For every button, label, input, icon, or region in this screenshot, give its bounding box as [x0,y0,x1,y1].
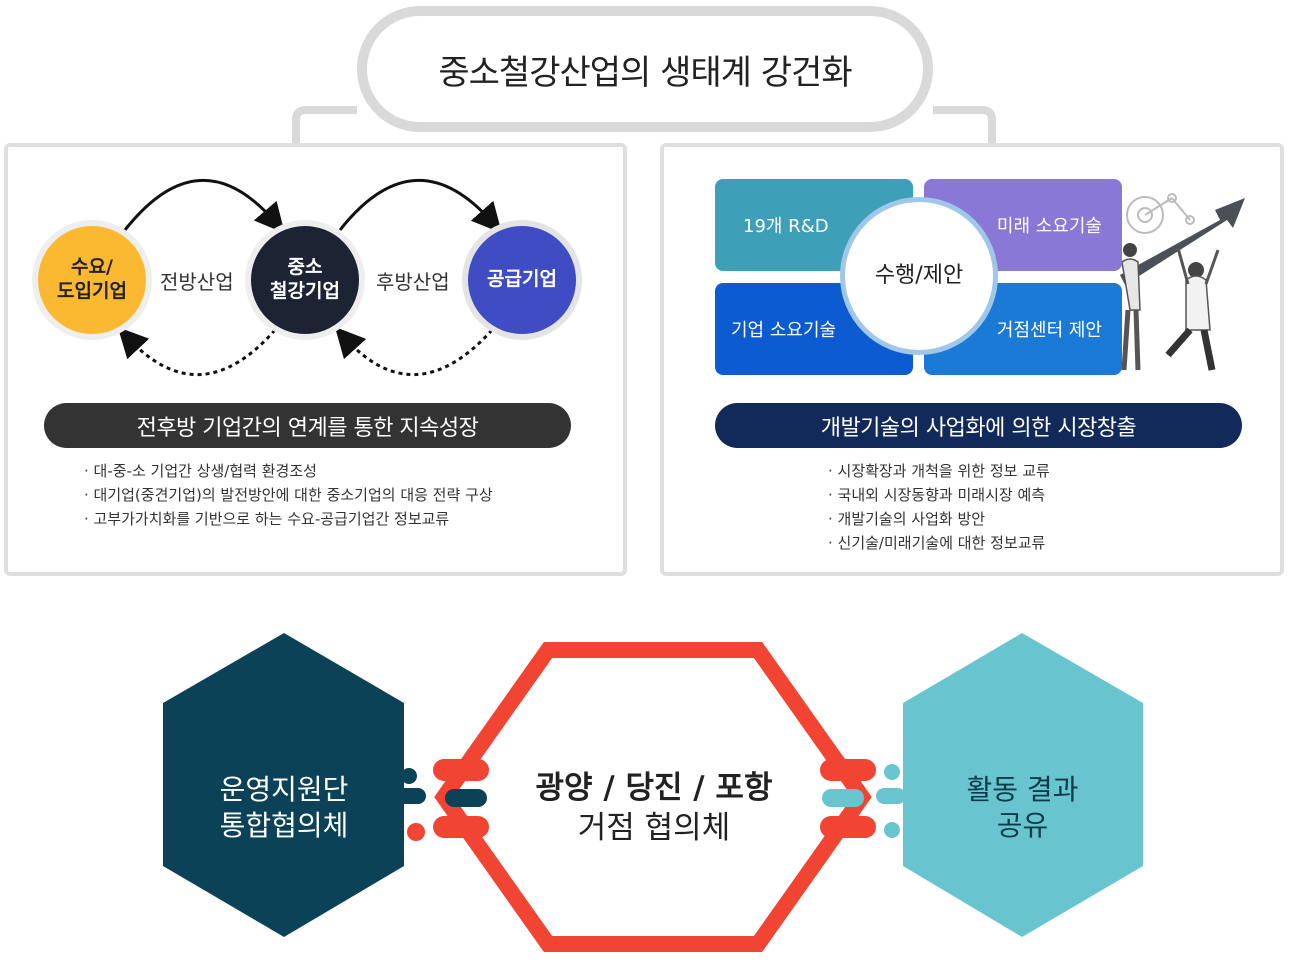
connector-lines [292,106,996,145]
hex-right-line2: 공유 [996,809,1049,843]
right-bullet: · 신기술/미래기술에 대한 정보교류 [828,534,1046,552]
node-demand-line2: 도입기업 [57,280,127,302]
hex-right-line1: 활동 결과 [966,773,1079,806]
hex-center [434,642,872,952]
node-demand-line1: 수요/ [71,256,113,279]
quadrant-rnd-label: 19개 R&D [743,216,829,237]
hex-diagram [163,633,1143,952]
node-sme-line2: 철강기업 [270,280,340,302]
hex-left [163,633,404,937]
quadrant-company-label: 기업 소요기술 [731,320,837,341]
page-title: 중소철강산업의 생태계 강건화 [438,52,852,93]
hex-right-label: 활동 결과 공유 [930,772,1115,845]
hex-left-line1: 운영지원단 [219,773,349,806]
left-panel [4,143,627,576]
center-circle: 수행/제안 [840,197,998,355]
flow-arrows [117,178,502,376]
forward-arrow-1 [123,178,285,234]
left-bullet: · 고부가가치화를 기반으로 하는 수요-공급기업간 정보교류 [84,510,450,528]
hex-right [903,633,1143,937]
node-sme-line1: 중소 [287,256,323,279]
right-bullet: · 개발기술의 사업화 방안 [828,510,986,528]
left-bullet: · 대-중-소 기업간 상생/협력 환경조성 [84,462,317,480]
right-bullet: · 국내외 시장동향과 미래시장 예측 [828,486,1046,504]
hex-center-line2: 거점 협의체 [577,810,731,847]
label-backward-industry: 후방산업 [376,270,450,294]
right-bullet: · 시장확장과 개척을 위한 정보 교류 [828,462,1050,480]
node-sme-steel: 중소 철강기업 [245,220,365,340]
hex-left-line2: 통합협의체 [219,809,349,843]
right-summary-bar: 개발기술의 사업화에 의한 시장창출 [715,403,1242,448]
hex-center-label: 광양 / 당진 / 포항 거점 협의체 [495,768,813,849]
quadrant-future-label: 미래 소요기술 [996,216,1102,237]
left-bullet: · 대기업(중견기업)의 발전방안에 대한 중소기업의 대응 전략 구상 [84,486,493,504]
center-label: 수행/제안 [874,263,964,289]
node-supplier: 공급기업 [462,220,582,340]
quadrant-hub-label: 거점센터 제안 [996,320,1102,341]
hex-center-line1: 광양 / 당진 / 포항 [535,770,773,806]
backward-arrow-1 [117,327,277,376]
left-summary-bar: 전후방 기업간의 연계를 통한 지속성장 [44,403,571,448]
left-bullets: · 대-중-소 기업간 상생/협력 환경조성 · 대기업(중견기업)의 발전방안… [84,459,493,531]
title-pill: 중소철강산업의 생태계 강건화 [357,6,933,132]
label-forward-industry: 전방산업 [160,270,234,294]
hex-left-label: 운영지원단 통합협의체 [190,772,378,845]
node-demand-company: 수요/ 도입기업 [32,220,152,340]
growth-illustration [1120,193,1245,371]
backward-arrow-2 [334,326,494,376]
right-bullets: · 시장확장과 개척을 위한 정보 교류 · 국내외 시장동향과 미래시장 예측… [828,459,1050,555]
node-supplier-line1: 공급기업 [487,268,557,291]
forward-arrow-2 [338,178,502,234]
